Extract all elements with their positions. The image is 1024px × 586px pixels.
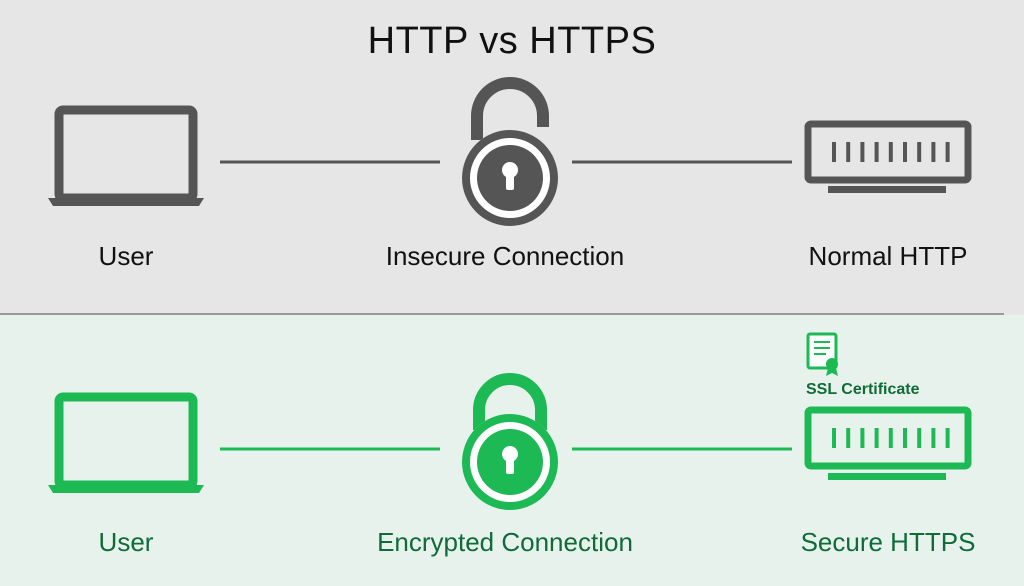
server-bar (832, 142, 836, 162)
server-bar (903, 428, 907, 448)
server-bar (903, 142, 907, 162)
server-bar (860, 428, 865, 448)
server-bar (945, 428, 950, 448)
certificate-icon (806, 332, 838, 376)
server-bar (931, 428, 936, 448)
server-bar (846, 142, 851, 162)
insecure-row-graphics (48, 77, 972, 226)
laptop-icon (48, 392, 204, 493)
server-bar (846, 428, 851, 448)
divider (0, 313, 1004, 315)
server-bar (888, 142, 893, 162)
insecure-connection-label: Insecure Connection (385, 241, 625, 271)
secure-row-graphics (48, 332, 972, 510)
insecure-server-label: Normal HTTP (808, 241, 968, 271)
server-bar (917, 428, 922, 448)
server-bar (874, 142, 879, 162)
certificate-label: SSL Certificate (806, 381, 920, 398)
secure-connection-label: Encrypted Connection (377, 527, 633, 557)
server-bar (931, 142, 936, 162)
server-bar (874, 428, 879, 448)
laptop-icon (48, 105, 204, 206)
secure-client-label: User (98, 527, 154, 557)
server-bar (945, 142, 950, 162)
locked-padlock-icon (462, 373, 558, 510)
secure-server-label: Secure HTTPS (800, 527, 976, 557)
server-bar (917, 142, 922, 162)
server-icon (804, 120, 972, 193)
server-bar (860, 142, 865, 162)
server-bar (888, 428, 893, 448)
diagram-title: HTTP vs HTTPS (367, 20, 657, 62)
unlocked-padlock-icon (462, 77, 558, 226)
server-bar (832, 428, 836, 448)
insecure-client-label: User (98, 241, 154, 271)
server-icon (804, 406, 972, 480)
